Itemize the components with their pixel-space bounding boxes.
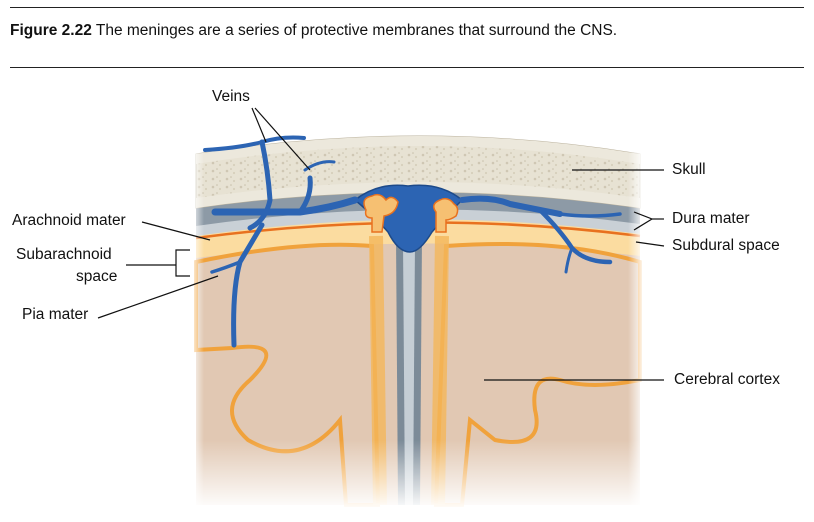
- label-dura-mater: Dura mater: [672, 210, 750, 227]
- label-arachnoid-mater: Arachnoid mater: [12, 212, 126, 229]
- figure-caption: Figure 2.22 The meninges are a series of…: [10, 22, 617, 40]
- veins: [203, 135, 622, 348]
- arachnoid-granulation-left: [363, 193, 399, 233]
- label-cerebral-cortex: Cerebral cortex: [674, 371, 780, 388]
- leader-lines: [97, 107, 665, 381]
- label-pia-mater: Pia mater: [22, 306, 89, 323]
- figure-caption-text: The meninges are a series of protective …: [95, 22, 618, 39]
- label-subarachnoid-space: space: [76, 268, 118, 285]
- label-skull: Skull: [672, 161, 706, 178]
- caption-bottom-rule: [10, 67, 804, 68]
- skull-bottom-cortex: [196, 182, 640, 208]
- fade-right: [628, 140, 644, 510]
- label-subarachnoid: Subarachnoid: [16, 246, 112, 263]
- figure-number: Figure 2.22: [10, 22, 92, 39]
- label-subdural-space: Subdural space: [672, 237, 780, 254]
- falx-inner: [403, 240, 415, 505]
- fade-left: [190, 140, 204, 510]
- label-veins: Veins: [212, 88, 250, 105]
- arachnoid-granulation-right: [433, 197, 459, 233]
- top-rule: [10, 7, 804, 8]
- right-gyrus: [433, 242, 642, 507]
- skull-top-cortex: [196, 136, 640, 164]
- fade-bottom: [190, 440, 650, 510]
